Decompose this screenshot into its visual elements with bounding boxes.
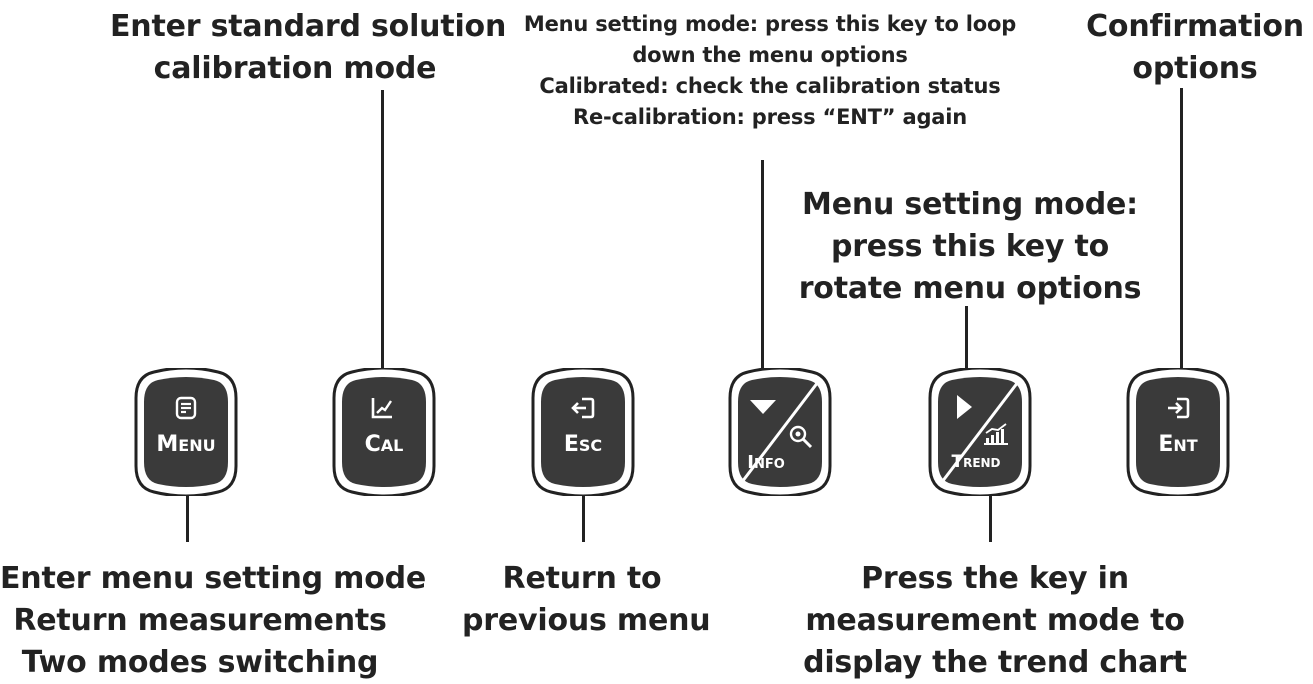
- trend-key-label: TREND: [922, 452, 1030, 472]
- ent-key-label-first: E: [1158, 432, 1174, 457]
- ent-top-label: Confirmation options: [1080, 6, 1310, 90]
- esc-key[interactable]: ESC: [529, 368, 637, 496]
- menu-bottom-line-3: Two modes switching: [21, 645, 379, 680]
- trend-top-line-1: Menu setting mode:: [802, 187, 1138, 222]
- exit-arrow-icon: [571, 397, 595, 419]
- trend-bottom-line-3: display the trend chart: [803, 645, 1187, 680]
- esc-key-label-first: E: [563, 432, 579, 457]
- info-top-line-3: Calibrated: check the calibration status: [539, 74, 1001, 98]
- esc-bottom-line-1: Return to: [502, 561, 662, 596]
- cal-key-label: CAL: [330, 432, 438, 457]
- info-top-line-1: Menu setting mode: press this key to loo…: [523, 12, 1017, 36]
- menu-leader-line: [186, 488, 189, 542]
- info-leader-line: [761, 160, 764, 382]
- trend-bottom-line-2: measurement mode to: [805, 603, 1185, 638]
- trend-chart-icon: [984, 423, 1008, 445]
- key-frame: [728, 368, 832, 496]
- menu-key-label: MENU: [132, 432, 240, 457]
- cal-key-label-rest: AL: [380, 436, 404, 455]
- cal-key-label-first: C: [364, 432, 381, 457]
- esc-key-label-rest: SC: [578, 436, 603, 455]
- key-frame: [531, 368, 635, 496]
- info-key-label: INFO: [712, 452, 820, 473]
- key-frame: [134, 368, 238, 496]
- trend-top-line-3: rotate menu options: [798, 271, 1142, 306]
- esc-key-label: ESC: [529, 432, 637, 457]
- menu-key[interactable]: MENU: [132, 368, 240, 496]
- ent-leader-line: [1180, 88, 1183, 378]
- esc-bottom-line-2: previous menu: [462, 603, 711, 638]
- trend-bottom-line-1: Press the key in: [861, 561, 1129, 596]
- cal-top-label: Enter standard solution calibration mode: [110, 6, 507, 90]
- ent-key-label: ENT: [1124, 432, 1232, 457]
- info-top-line-2: down the menu options: [632, 43, 908, 67]
- menu-doc-icon: [175, 396, 197, 420]
- key-frame: [332, 368, 436, 496]
- ent-key-label-rest: NT: [1173, 436, 1198, 455]
- enter-arrow-icon: [1168, 397, 1190, 419]
- cal-leader-line: [381, 90, 384, 380]
- trend-top-line-2: press this key to: [830, 229, 1110, 264]
- trend-key-label-rest: REND: [963, 456, 1001, 470]
- info-key-label-first: I: [747, 452, 754, 473]
- info-key-label-rest: NFO: [753, 457, 785, 472]
- trend-top-leader-line: [965, 306, 968, 380]
- right-triangle-icon: [957, 395, 972, 419]
- trend-key-label-first: T: [951, 452, 964, 472]
- menu-key-label-first: M: [156, 432, 179, 457]
- ent-top-line-1: Confirmation: [1086, 9, 1304, 44]
- cal-top-line-1: Enter standard solution: [110, 9, 507, 44]
- key-frame: [928, 368, 1032, 496]
- menu-bottom-line-1: Enter menu setting mode: [0, 561, 427, 596]
- info-top-label: Menu setting mode: press this key to loo…: [490, 9, 1050, 133]
- ent-top-line-2: options: [1132, 51, 1258, 86]
- info-top-line-4: Re-calibration: press “ENT” again: [572, 105, 968, 129]
- info-search-gear-icon: [789, 425, 813, 449]
- menu-bottom-label: Enter menu setting mode Return measureme…: [0, 558, 427, 684]
- ent-key[interactable]: ENT: [1124, 368, 1232, 496]
- calibration-graph-icon: [371, 398, 392, 419]
- esc-bottom-label: Return to previous menu: [462, 558, 711, 642]
- key-frame: [1126, 368, 1230, 496]
- trend-bottom-label: Press the key in measurement mode to dis…: [800, 558, 1190, 684]
- down-triangle-icon: [750, 400, 776, 414]
- menu-bottom-line-2: Return measurements: [13, 603, 387, 638]
- trend-key[interactable]: TREND: [926, 368, 1034, 496]
- cal-top-line-2: calibration mode: [153, 51, 437, 86]
- trend-bottom-leader-line: [989, 488, 992, 542]
- esc-leader-line: [582, 488, 585, 542]
- trend-top-label: Menu setting mode: press this key to rot…: [795, 184, 1145, 310]
- cal-key[interactable]: CAL: [330, 368, 438, 496]
- menu-key-label-rest: ENU: [178, 436, 216, 455]
- info-key[interactable]: INFO: [726, 368, 834, 496]
